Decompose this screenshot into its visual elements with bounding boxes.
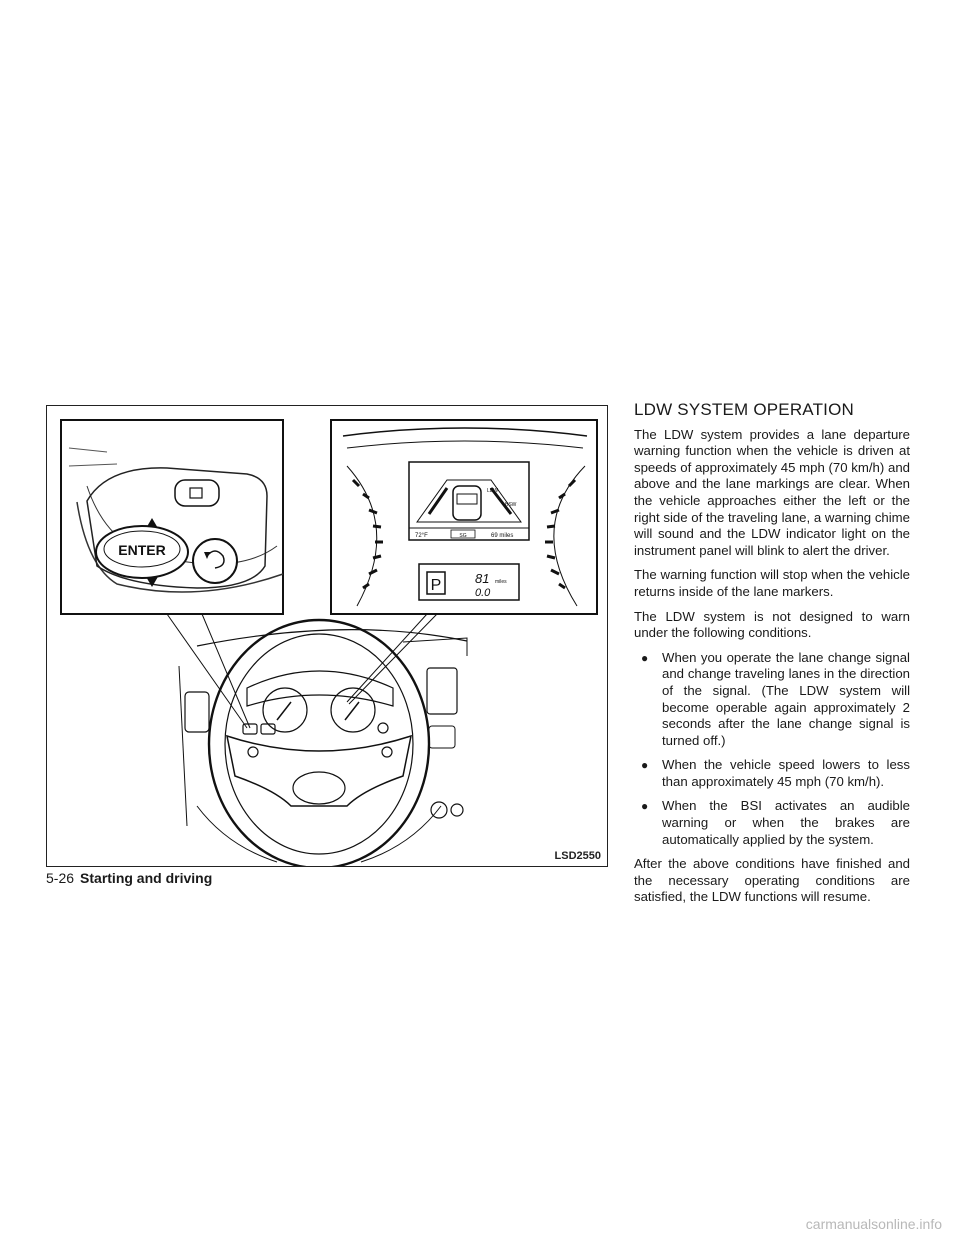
page-number: 5-26 — [46, 870, 75, 886]
odometer-value: 81 — [475, 571, 489, 586]
trip-value: 0.0 — [475, 587, 491, 599]
list-item-text: When you operate the lane change signal … — [662, 649, 910, 748]
gear-indicator: P — [431, 577, 442, 594]
conditions-paragraph: The LDW system is not designed to warn u… — [634, 608, 910, 641]
figure-code: LSD2550 — [554, 850, 601, 862]
cluster-inset: LDW BSW 72°F SG 69 miles P 81 miles 0.0 — [330, 419, 598, 615]
steering-wheel — [178, 618, 468, 866]
list-item: ● When the BSI activates an audible warni… — [641, 798, 910, 848]
list-item-text: When the vehicle speed lowers to less th… — [662, 757, 910, 789]
page-footer: 5-26 Starting and driving — [46, 870, 212, 886]
bullet-icon: ● — [641, 650, 649, 665]
range-readout: 69 miles — [491, 533, 513, 539]
closing-paragraph: After the above conditions have finished… — [634, 856, 910, 905]
bullet-icon: ● — [641, 758, 649, 773]
gear-mode-label: SG — [459, 533, 466, 539]
enter-button-label: ENTER — [118, 542, 165, 558]
illustration-figure: ENTER — [46, 405, 608, 867]
watermark: carmanualsonline.info — [805, 1216, 942, 1232]
stop-paragraph: The warning function will stop when the … — [634, 567, 910, 599]
conditions-list: ● When you operate the lane change signal… — [634, 650, 910, 849]
ldw-label: LDW — [487, 488, 498, 494]
ldw-section: LDW SYSTEM OPERATION The LDW system prov… — [634, 400, 910, 914]
section-title: LDW SYSTEM OPERATION — [634, 400, 854, 419]
steering-wheel-illustration: ENTER — [60, 419, 598, 866]
odometer-unit: miles — [495, 579, 507, 585]
temperature-readout: 72°F — [415, 533, 428, 539]
list-item: ● When the vehicle speed lowers to less t… — [641, 757, 910, 790]
switch-inset: ENTER — [60, 419, 284, 615]
list-item-text: When the BSI activates an audible warnin… — [662, 798, 910, 847]
intro-paragraph: The LDW system provides a lane departure… — [634, 426, 910, 558]
bullet-icon: ● — [641, 799, 649, 814]
bsw-label: BSW — [505, 502, 517, 508]
leader-lines — [166, 613, 438, 729]
chapter-title: Starting and driving — [80, 870, 213, 886]
list-item: ● When you operate the lane change signal… — [641, 649, 910, 750]
